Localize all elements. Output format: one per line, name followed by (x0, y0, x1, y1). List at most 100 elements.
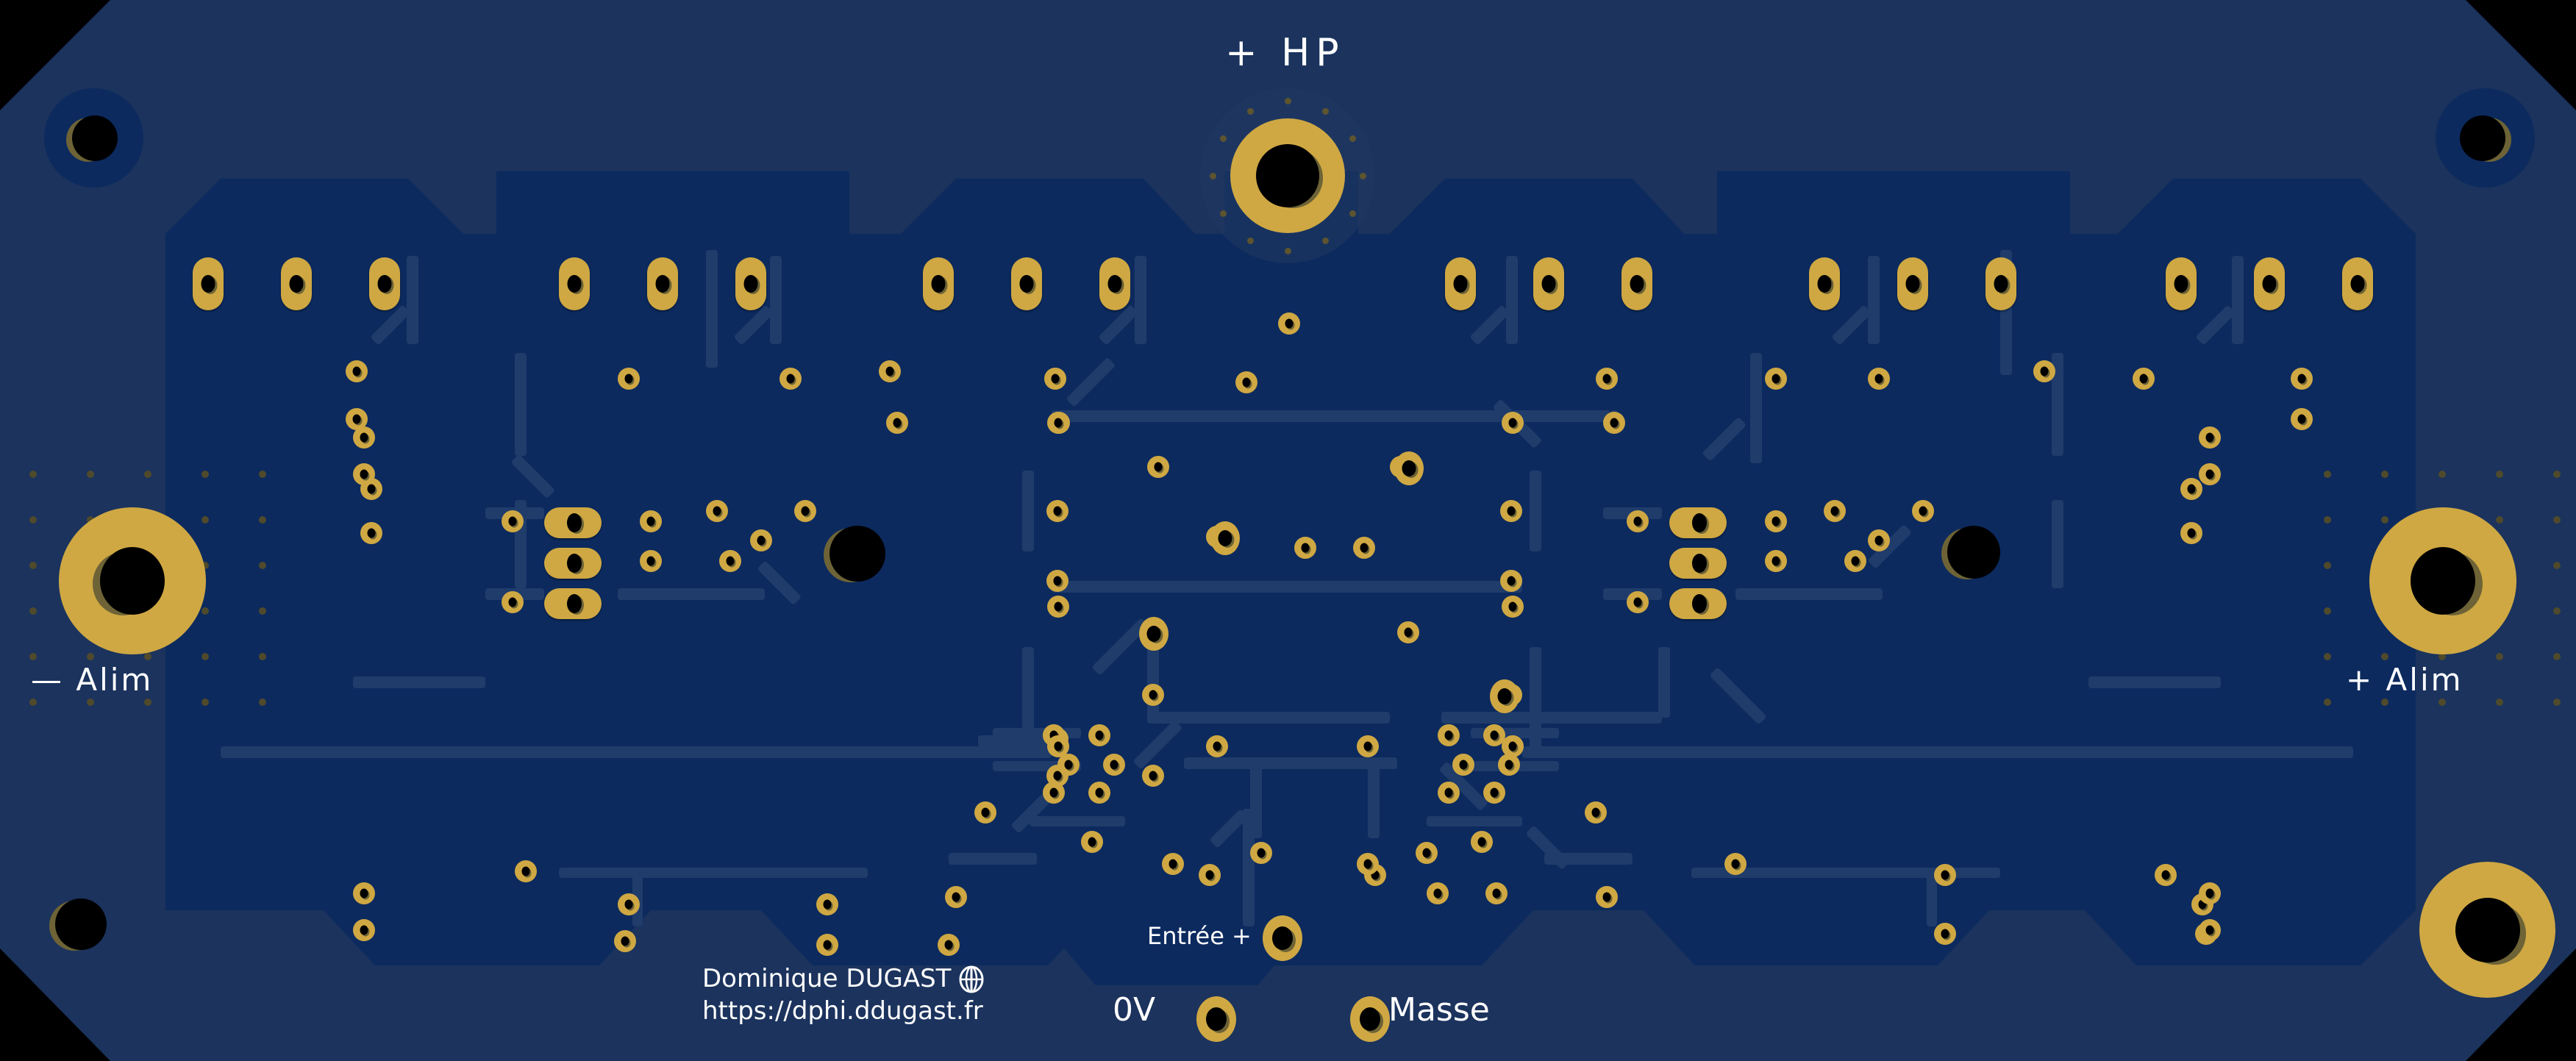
via-bottom-7[interactable] (1416, 842, 1438, 864)
via-edge-4[interactable] (353, 882, 375, 904)
q-group-4-pin-2[interactable] (1533, 257, 1564, 310)
driver-left-to220-pin-1[interactable] (544, 507, 602, 538)
via-edge-3[interactable] (2199, 463, 2221, 485)
via-bottom-9[interactable] (1596, 886, 1618, 908)
via-mid-7[interactable] (1294, 537, 1316, 559)
driver-right-to220-via-b[interactable] (1627, 591, 1649, 613)
via-top-1[interactable] (618, 368, 640, 390)
q-group-3-pin-2[interactable] (1011, 257, 1042, 310)
via-mid-23[interactable] (1585, 801, 1607, 824)
via-center-4[interactable] (1868, 529, 1890, 551)
via-top-4[interactable] (1044, 368, 1066, 390)
via-rail-2[interactable] (1047, 596, 1069, 618)
via-bottom-4[interactable] (1162, 853, 1184, 875)
via-bottom-11[interactable] (1934, 864, 1956, 886)
via-rail-5[interactable] (1502, 412, 1524, 434)
q-group-5-pin-3[interactable] (1985, 257, 2016, 310)
q-group-6-pin-2[interactable] (2254, 257, 2285, 310)
zero-volt-pad[interactable] (1196, 996, 1236, 1042)
via-mid-big-1[interactable] (1394, 451, 1424, 485)
driver-left-to220-pin-2[interactable] (544, 548, 602, 579)
via-top-6[interactable] (1596, 368, 1618, 390)
via-bottom-16[interactable] (938, 934, 960, 956)
via-edge-2[interactable] (2199, 426, 2221, 449)
via-center-0[interactable] (706, 500, 728, 522)
via-edge-5[interactable] (353, 919, 375, 941)
via-mid-9[interactable] (1500, 500, 1522, 522)
via-top-0[interactable] (346, 360, 368, 382)
driver-right-to220-via-a[interactable] (1627, 510, 1649, 532)
via-mid-8[interactable] (1353, 537, 1375, 559)
driver-left-to220-pin-3[interactable] (544, 588, 602, 619)
via-edge-7[interactable] (2199, 919, 2221, 941)
driver-left-to220-via-b[interactable] (502, 591, 524, 613)
via-cluster-right-0[interactable] (1438, 724, 1460, 746)
via-top-8[interactable] (1868, 368, 1890, 390)
via-mid-17[interactable] (1357, 735, 1379, 757)
via-cluster-left-4[interactable] (1043, 782, 1065, 804)
via-mid-16[interactable] (1206, 735, 1228, 757)
via-center-1[interactable] (750, 529, 772, 551)
driver-right-to220-via-c[interactable] (1765, 510, 1787, 532)
via-rail-3[interactable] (1502, 596, 1524, 618)
via-top-9[interactable] (2033, 360, 2055, 382)
q-group-6-pin-1[interactable] (2166, 257, 2197, 310)
via-mid-big-3[interactable] (1490, 679, 1519, 713)
via-mid-22[interactable] (974, 801, 996, 824)
via-mid-5[interactable] (1142, 765, 1164, 787)
via-res-right-1[interactable] (2180, 522, 2202, 544)
via-mid-4[interactable] (1142, 684, 1164, 706)
via-center-2[interactable] (794, 500, 816, 522)
via-mid-big-0[interactable] (1210, 521, 1240, 555)
via-top-2[interactable] (779, 368, 802, 390)
via-cluster-right-2[interactable] (1452, 754, 1474, 776)
via-bottom-12[interactable] (2155, 864, 2177, 886)
via-bottom-17[interactable] (1934, 923, 1956, 945)
driver-left-to220-via-e[interactable] (719, 550, 741, 572)
via-cluster-left-2[interactable] (1057, 754, 1080, 776)
via-center-5[interactable] (1912, 500, 1934, 522)
via-mid-21[interactable] (1471, 831, 1493, 853)
via-mid-1[interactable] (1046, 570, 1068, 592)
via-bottom-14[interactable] (816, 934, 838, 956)
via-top-11[interactable] (2291, 368, 2313, 390)
via-bottom-15[interactable] (614, 930, 636, 952)
via-top-15[interactable] (1603, 412, 1625, 434)
q-group-4-pin-3[interactable] (1621, 257, 1652, 310)
entree-positive-pad[interactable] (1263, 915, 1302, 961)
driver-right-to220-pin-3[interactable] (1669, 588, 1727, 619)
via-cluster-right-5[interactable] (1483, 782, 1505, 804)
driver-right-to220-via-e[interactable] (1844, 550, 1866, 572)
via-rail-4[interactable] (1047, 412, 1069, 434)
via-cluster-left-3[interactable] (1103, 754, 1125, 776)
via-edge-1[interactable] (353, 463, 375, 485)
via-bottom-3[interactable] (945, 886, 967, 908)
via-cluster-right-3[interactable] (1498, 754, 1520, 776)
via-res-right-0[interactable] (2180, 478, 2202, 500)
via-top-16[interactable] (2291, 408, 2313, 430)
via-bottom-6[interactable] (1357, 853, 1379, 875)
via-mid-14[interactable] (1397, 621, 1419, 643)
alim-negative-pad[interactable] (59, 507, 206, 654)
via-cluster-right-4[interactable] (1438, 782, 1460, 804)
masse-pad[interactable] (1350, 996, 1390, 1042)
q-group-5-pin-2[interactable] (1897, 257, 1928, 310)
driver-right-to220-pin-2[interactable] (1669, 548, 1727, 579)
driver-left-to220-via-d[interactable] (640, 550, 662, 572)
q-group-3-pin-3[interactable] (1099, 257, 1130, 310)
driver-right-to220-via-d[interactable] (1765, 550, 1787, 572)
q-group-4-pin-1[interactable] (1445, 257, 1476, 310)
q-group-2-pin-3[interactable] (735, 257, 766, 310)
via-center-3[interactable] (1824, 500, 1846, 522)
alim-positive-pad[interactable] (2369, 507, 2516, 654)
via-rail-0[interactable] (1047, 735, 1069, 757)
driver-right-to220-pin-1[interactable] (1669, 507, 1727, 538)
via-cluster-left-5[interactable] (1088, 782, 1110, 804)
q-group-2-pin-2[interactable] (647, 257, 678, 310)
via-top-5[interactable] (1235, 371, 1257, 393)
via-edge-6[interactable] (2199, 882, 2221, 904)
via-top-13[interactable] (886, 412, 908, 434)
via-mid-0[interactable] (1046, 500, 1068, 522)
via-bottom-2[interactable] (816, 893, 838, 915)
via-mid-20[interactable] (1081, 831, 1103, 853)
